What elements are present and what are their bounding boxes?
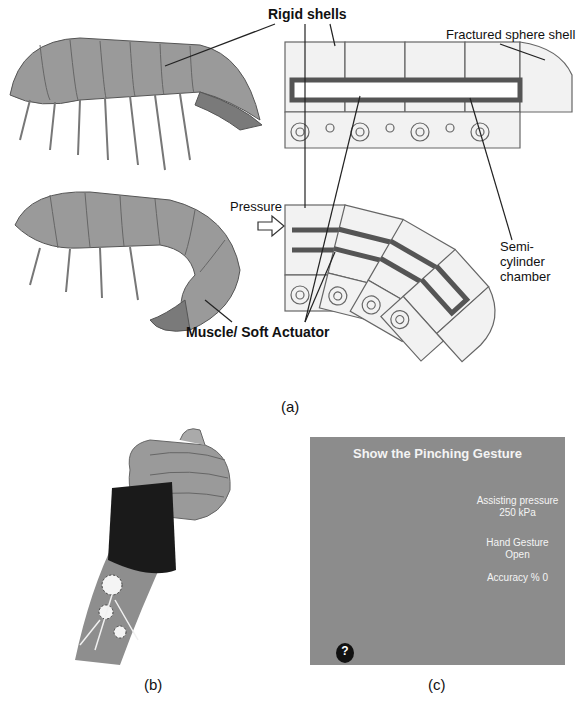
panel-label: (a)	[281, 398, 299, 415]
leader-lines	[165, 24, 545, 322]
pressure-arrow	[258, 216, 284, 236]
status-text: Hand Gesture Open	[475, 537, 560, 560]
panel-label: (b)	[144, 676, 162, 693]
shrimp-straight	[10, 38, 262, 170]
part-label: Rigid shells	[268, 6, 347, 22]
status-text: Accuracy % 0	[475, 572, 560, 584]
help-button: ?	[336, 643, 354, 663]
app-screen: Show the Pinching GestureAssisting press…	[310, 437, 565, 665]
part-label: Fractured sphere shell	[446, 28, 575, 43]
part-label: Pressure	[230, 200, 282, 215]
shrimp-curled	[15, 192, 240, 331]
screen-title: Show the Pinching Gesture	[310, 447, 565, 462]
actuator-straight	[285, 42, 572, 148]
part-label: Muscle/ Soft Actuator	[186, 324, 329, 340]
part-label: Semi-cylinder chamber	[500, 240, 576, 285]
hand-photo	[75, 429, 230, 665]
actuator-bent	[285, 205, 537, 405]
help-glyph: ?	[336, 645, 354, 659]
status-text: Assisting pressure 250 kPa	[475, 495, 560, 518]
panel-label: (c)	[428, 676, 446, 693]
